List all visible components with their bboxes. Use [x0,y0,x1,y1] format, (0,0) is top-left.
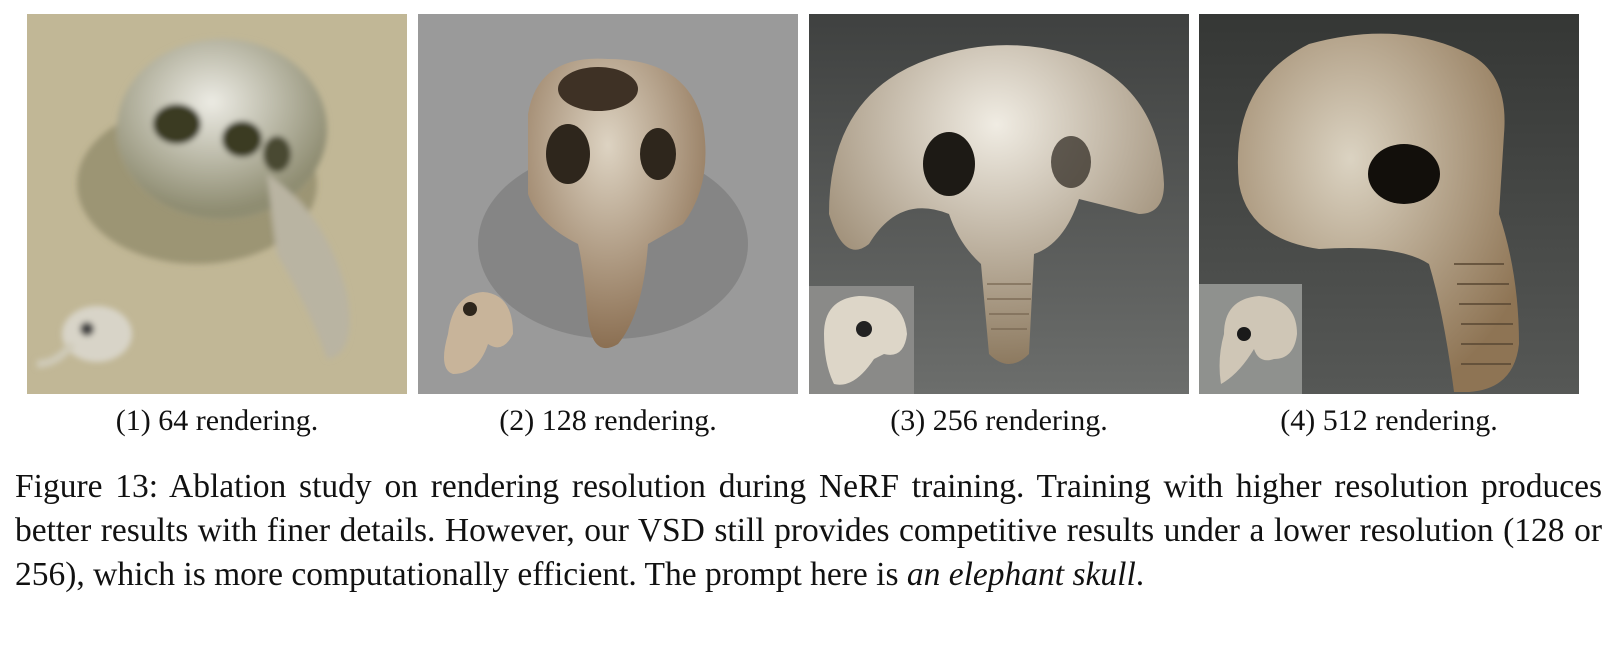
rendering-image-64 [27,14,407,394]
inset-thumbnail [444,292,513,374]
inset-thumbnail [1199,284,1302,394]
subcaption-512: (4) 512 rendering. [1280,404,1498,437]
rendering-image-128 [418,14,798,394]
caption-prompt: an elephant skull [906,556,1136,593]
caption-end: . [1135,556,1145,593]
inset-thumbnail [36,306,132,368]
subcaption-256: (3) 256 rendering. [890,404,1108,437]
rendering-image-512 [1199,14,1579,394]
inset-thumbnail [809,286,914,394]
caption-text: Figure 13: Ablation study on rendering r… [15,468,1602,593]
subcaption-64: (1) 64 rendering. [115,404,319,437]
rendering-image-256 [809,14,1189,394]
subcaption-128: (2) 128 rendering. [499,404,717,437]
figure-caption: Figure 13: Ablation study on rendering r… [15,465,1602,597]
